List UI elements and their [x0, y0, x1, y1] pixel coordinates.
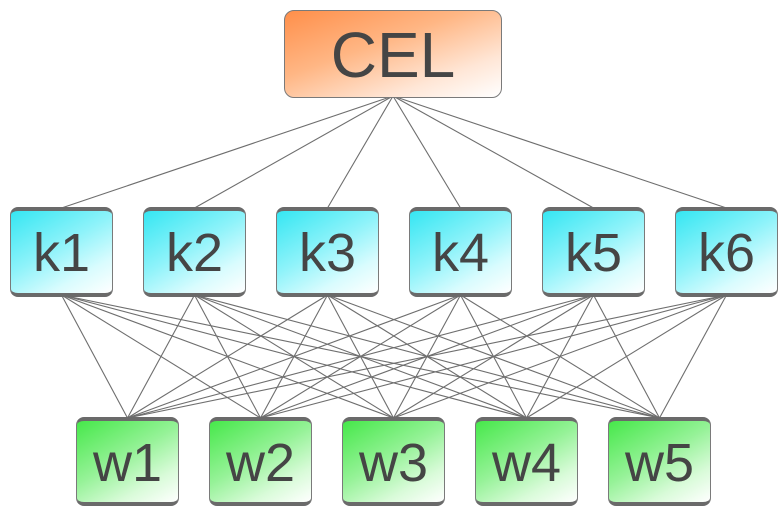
node-k5: k5 — [542, 207, 645, 297]
node-label: k5 — [564, 223, 623, 283]
edge-cel-k5 — [392, 95, 594, 209]
node-label: k3 — [298, 223, 357, 283]
node-label: k6 — [697, 223, 756, 283]
node-label: w4 — [491, 432, 562, 493]
edge-cel-k2 — [194, 95, 394, 209]
edge-cel-k4 — [392, 95, 461, 209]
edge-k5-w1 — [127, 294, 594, 419]
node-label: k4 — [431, 223, 490, 283]
node-label: w1 — [92, 432, 163, 493]
node-label: CEL — [330, 19, 456, 91]
node-k3: k3 — [276, 207, 379, 297]
node-k2: k2 — [143, 207, 246, 297]
edge-k6-w1 — [127, 294, 727, 419]
edge-cel-k6 — [392, 95, 727, 209]
node-label: k2 — [165, 223, 224, 283]
node-k6: k6 — [675, 207, 778, 297]
edge-k6-w4 — [526, 294, 727, 419]
edge-k6-w3 — [393, 294, 727, 419]
node-cel: CEL — [284, 10, 502, 98]
node-k1: k1 — [10, 207, 113, 297]
node-w4: w4 — [475, 417, 578, 506]
node-label: w3 — [358, 432, 429, 493]
node-label: w2 — [225, 432, 296, 493]
edge-k6-w5 — [659, 294, 727, 419]
node-label: k1 — [32, 223, 91, 283]
edge-k4-w1 — [127, 294, 461, 419]
node-w3: w3 — [342, 417, 445, 506]
node-k4: k4 — [409, 207, 512, 297]
edge-cel-k1 — [61, 95, 394, 209]
node-w2: w2 — [209, 417, 312, 506]
node-label: w5 — [624, 432, 695, 493]
node-w5: w5 — [608, 417, 711, 506]
edge-k2-w1 — [127, 294, 195, 419]
edge-cel-k3 — [327, 95, 394, 209]
edge-k3-w1 — [127, 294, 328, 419]
edge-k1-w1 — [61, 294, 128, 419]
node-w1: w1 — [76, 417, 179, 506]
edge-k6-w2 — [260, 294, 727, 419]
